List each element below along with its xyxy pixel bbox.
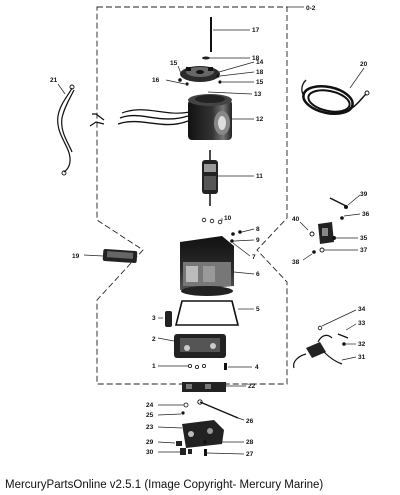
fittings-parts-24-25-26 — [157, 399, 245, 421]
clips-part-10 — [201, 217, 223, 225]
label-27: 27 — [246, 451, 254, 458]
label-11: 11 — [256, 173, 263, 180]
label-13: 13 — [254, 91, 262, 98]
label-12: 12 — [256, 116, 264, 123]
label-40: 40 — [292, 216, 300, 223]
label-20: 20 — [360, 61, 368, 68]
label-0-2: 0-2 — [306, 5, 316, 12]
pump-housing-part-6 — [180, 236, 255, 296]
motor-frame-part-12 — [89, 94, 254, 140]
label-16: 16 — [152, 77, 160, 84]
label-22: 22 — [248, 383, 256, 390]
label-7: 7 — [252, 254, 256, 261]
label-15: 15 — [170, 60, 178, 67]
label-8: 8 — [256, 226, 260, 233]
label-37: 37 — [360, 247, 368, 254]
washer-part-18 — [202, 56, 250, 60]
label-21: 21 — [50, 77, 58, 84]
label-25: 25 — [146, 412, 154, 419]
cable-part-21 — [57, 83, 75, 176]
label-32: 32 — [358, 341, 366, 348]
label-28: 28 — [246, 439, 254, 446]
bracket-part-22 — [182, 382, 246, 392]
label-36: 36 — [362, 211, 370, 218]
assembly-boundary — [96, 6, 288, 385]
gasket-part-5 — [174, 300, 254, 326]
label-34: 34 — [358, 306, 366, 313]
label-2: 2 — [152, 336, 156, 343]
label-4: 4 — [255, 364, 259, 371]
label-1: 1 — [152, 363, 156, 370]
cartridge-part-19 — [83, 248, 138, 264]
cable-coil-part-20 — [301, 67, 370, 115]
switch-bracket-parts-35-40 — [299, 194, 361, 261]
label-19: 19 — [72, 253, 80, 260]
brush-plate-parts-14-15-16 — [165, 61, 255, 86]
label-14: 14 — [256, 59, 264, 66]
label-35: 35 — [360, 235, 368, 242]
armature-part-11 — [202, 150, 254, 206]
label-10: 10 — [224, 215, 232, 222]
label-5: 5 — [256, 306, 260, 313]
label-38: 38 — [292, 259, 300, 266]
label-15b: 15 — [256, 79, 264, 86]
label-23: 23 — [146, 424, 154, 431]
label-9: 9 — [256, 237, 260, 244]
label-39: 39 — [360, 191, 368, 198]
image-caption: MercuryPartsOnline v2.5.1 (Image Copyrig… — [5, 479, 324, 491]
label-31: 31 — [358, 354, 366, 361]
label-17: 17 — [252, 27, 260, 34]
label-29: 29 — [146, 439, 154, 446]
screws-parts-7-8-9 — [230, 228, 255, 257]
leader-part-13 — [207, 91, 253, 95]
label-18b: 18 — [252, 55, 260, 62]
switch-parts-31-34 — [293, 309, 357, 369]
pin-part-17 — [210, 17, 250, 52]
label-3: 3 — [152, 315, 156, 322]
label-6: 6 — [256, 271, 260, 278]
label-18: 18 — [256, 69, 264, 76]
lower-valve-parts-23-27-28-29-30 — [157, 420, 245, 456]
filter-part-3 — [158, 311, 172, 327]
label-24: 24 — [146, 402, 154, 409]
label-26: 26 — [246, 418, 254, 425]
label-30: 30 — [146, 449, 154, 456]
label-33: 33 — [358, 320, 366, 327]
valve-body-parts-1-2-4 — [157, 334, 252, 370]
callout-labels: 0-2 1 2 3 4 5 6 7 8 9 10 11 12 13 14 15 … — [50, 5, 370, 458]
